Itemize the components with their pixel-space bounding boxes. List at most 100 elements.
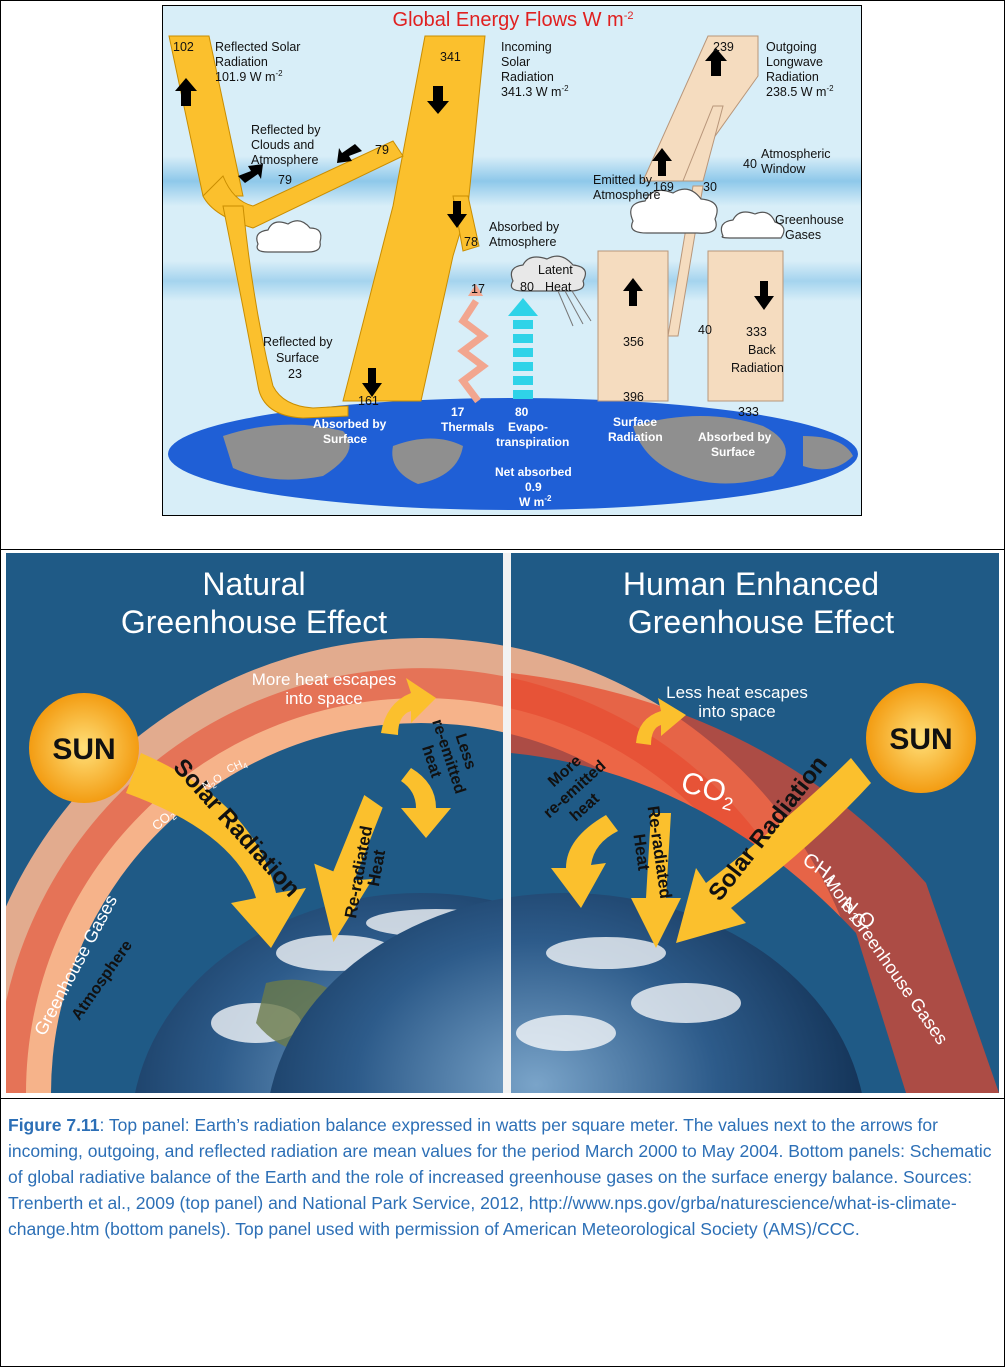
surface-reflected-value: 23: [288, 367, 302, 381]
surface-radiation-value: 396: [623, 390, 644, 404]
cloud-cover: [631, 983, 741, 1023]
solar-radiation-arrow-right: [676, 758, 871, 943]
land-mass: [392, 438, 463, 484]
absorbed-surface-right-label: Absorbed by: [698, 430, 772, 444]
evapo-bar: [513, 334, 533, 343]
clouds-reflected-label: Reflected by: [251, 123, 321, 137]
diagram-title: Global Energy Flows W m-2: [393, 9, 634, 31]
evapotranspiration-label: transpiration: [496, 435, 569, 449]
down-arrow-icon: [754, 281, 774, 310]
surface-reflected-label: Surface: [276, 351, 319, 365]
back-radiation-value: 333: [746, 325, 767, 339]
reradiated-heat-arrow-right: [631, 813, 681, 948]
reflected-solar-flow: [168, 35, 244, 197]
incoming-solar-value: 341: [440, 50, 461, 64]
up-arrow-icon: [175, 78, 197, 106]
absorbed-surface-value: 161: [358, 394, 379, 408]
greenhouse-gases-label: Gases: [785, 228, 821, 242]
outgoing-longwave-label: 238.5 W m-2: [766, 84, 834, 99]
figure-caption: Figure 7.11: Top panel: Earth’s radiatio…: [8, 1112, 998, 1242]
solar-radiation-arrow-left: [126, 753, 306, 948]
surface-radiation-label: Radiation: [608, 430, 663, 444]
incoming-solar-label: Solar: [501, 55, 530, 69]
reflected-solar-label: Radiation: [215, 55, 268, 69]
surface-radiation-column: [597, 250, 669, 402]
latent-heat-label: Heat: [545, 280, 572, 294]
evapo-bar: [513, 348, 533, 357]
reflected-solar-value: 102: [173, 40, 194, 54]
evapo-bar: [513, 320, 533, 329]
cloud-icon: [630, 188, 718, 234]
outgoing-longwave-flow: [642, 35, 759, 182]
thermals-value: 17: [451, 405, 465, 419]
land-mass: [223, 424, 350, 480]
up-arrow-icon: [623, 278, 643, 306]
left-n2o-label: N2O: [200, 772, 226, 795]
escape-arrow-left: [381, 678, 436, 735]
right-title: Greenhouse Effect: [628, 604, 894, 640]
reflected-solar-label: 101.9 W m-2: [215, 69, 283, 84]
back-radiation-label: Back: [748, 343, 777, 357]
clouds-reflected-label: Atmosphere: [251, 153, 318, 167]
down-arrow-icon: [362, 368, 382, 397]
absorbed-surface-label: Absorbed by: [313, 417, 387, 431]
cloud-icon: [720, 211, 785, 239]
right-escape-label: into space: [698, 702, 776, 721]
escape-arrow-right: [636, 698, 686, 745]
greenhouse-effect-illustration: Natural Greenhouse Effect More heat esca…: [6, 553, 999, 1093]
window-lower-value: 40: [698, 323, 712, 337]
clouds-reflected-value-right: 79: [375, 143, 389, 157]
net-absorbed-label: Net absorbed: [495, 465, 572, 479]
left-escape-label: More heat escapes: [252, 670, 397, 689]
outgoing-longwave-label: Longwave: [766, 55, 823, 69]
thermals-label: Thermals: [441, 420, 495, 434]
re-emitted-arrow-right: [551, 815, 618, 908]
latent-heat-value: 80: [520, 280, 534, 294]
left-escape-label: into space: [285, 689, 363, 708]
atmospheric-window-label: Atmospheric: [761, 147, 830, 161]
earth-globe-right: [270, 893, 862, 1093]
back-surface-value: 333: [738, 405, 759, 419]
panel-divider: [503, 553, 511, 1093]
evapo-arrowhead: [508, 298, 538, 316]
sun-left: [29, 693, 139, 803]
evapo-bar: [513, 390, 533, 399]
down-arrow-icon: [427, 86, 449, 114]
thermals-top-value: 17: [471, 282, 485, 296]
evapotranspiration-value: 80: [515, 405, 529, 419]
emitted-atmosphere-value: 169: [653, 180, 674, 194]
left-arrow-icon: [238, 164, 263, 183]
outgoing-longwave-label: Radiation: [766, 70, 819, 84]
land-mass: [803, 436, 853, 470]
right-reradiated-label: Heat: [629, 833, 653, 872]
figure-label: Figure 7.11: [8, 1115, 100, 1135]
evapo-bar: [513, 376, 533, 385]
left-title: Greenhouse Effect: [121, 604, 387, 640]
clouds-reflected-flow: [202, 140, 404, 229]
global-energy-flows-diagram: Global Energy Flows W m-2 102 Reflected …: [162, 5, 862, 516]
latent-heat-label: Latent: [538, 263, 573, 277]
sun-right-label: SUN: [889, 723, 952, 756]
incoming-solar-label: Incoming: [501, 40, 552, 54]
rain-line: [557, 290, 574, 327]
up-arrow-icon: [652, 148, 672, 176]
outgoing-longwave-label: Outgoing: [766, 40, 817, 54]
cloud-icon: [256, 220, 322, 253]
thermals-arrowhead: [468, 284, 483, 296]
emitted-atmosphere-label: Atmosphere: [593, 188, 660, 202]
reflected-solar-label: Reflected Solar: [215, 40, 300, 54]
incoming-solar-label: Radiation: [501, 70, 554, 84]
cloud-icon: [510, 255, 586, 292]
evapotranspiration-label: Evapo-: [508, 420, 548, 434]
greenhouse-gases-label: Greenhouse: [775, 213, 844, 227]
right-escape-label: Less heat escapes: [666, 683, 808, 702]
outgoing-longwave-value: 239: [713, 40, 734, 54]
re-emitted-arrow-left: [401, 768, 451, 838]
absorbed-atmosphere-value: 78: [464, 235, 478, 249]
absorbed-surface-label: Surface: [323, 432, 367, 446]
incoming-solar-label: 341.3 W m-2: [501, 84, 569, 99]
back-radiation-label: Radiation: [731, 361, 784, 375]
up-arrow-icon: [705, 48, 727, 76]
value-30: 30: [703, 180, 717, 194]
atmospheric-window-value: 40: [743, 157, 757, 171]
